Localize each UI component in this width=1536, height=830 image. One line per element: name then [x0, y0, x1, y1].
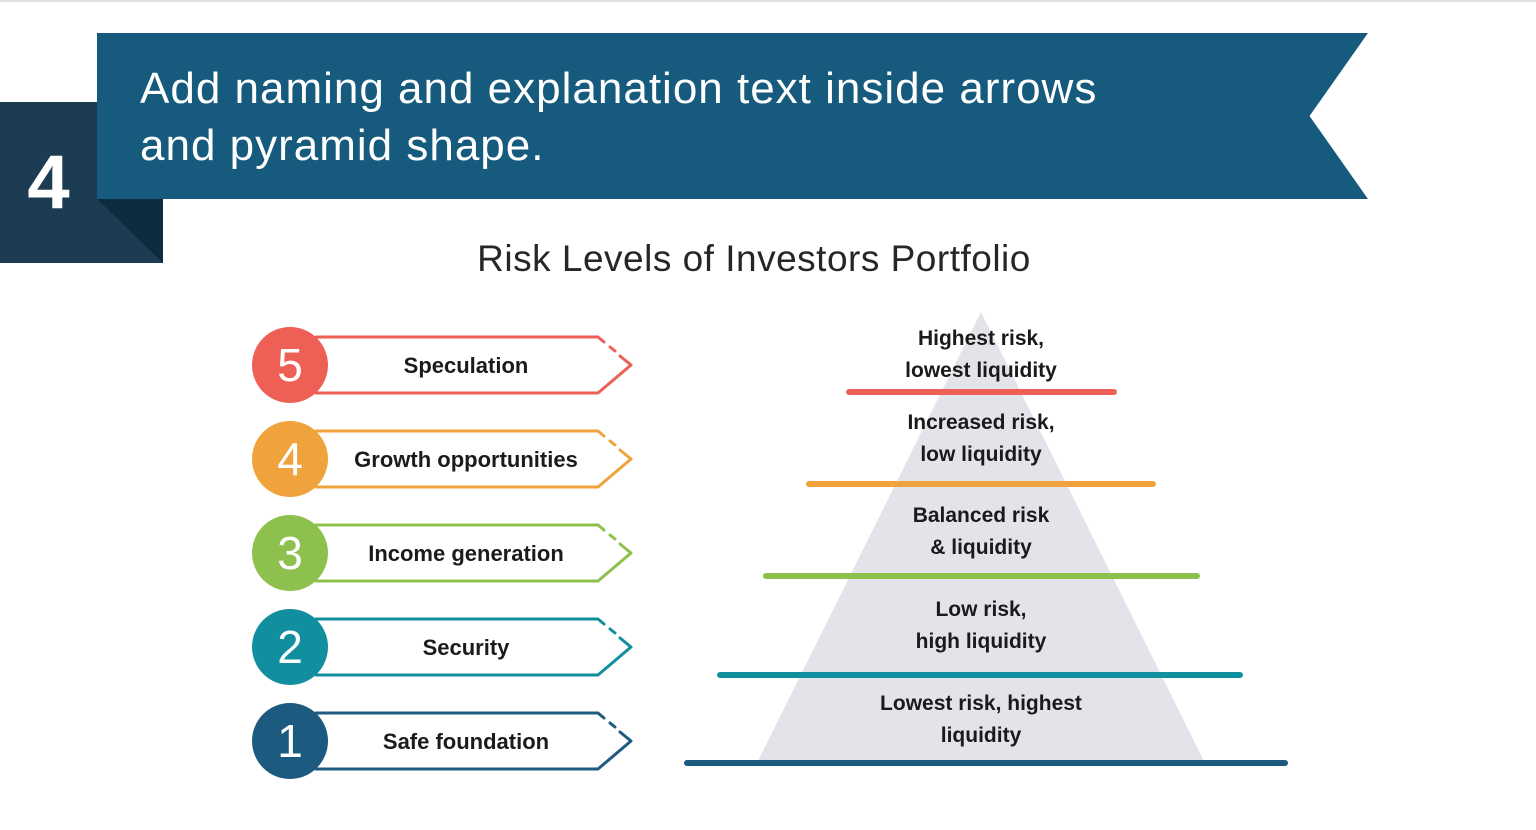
arrow-item-3: 3 Income generation: [250, 513, 650, 593]
pyramid: Highest risk, lowest liquidity Increased…: [651, 300, 1311, 780]
pyramid-level-text-3: Balanced risk & liquidity: [912, 504, 1050, 559]
arrow-body: [316, 713, 631, 769]
pyramid-level-line-2: [717, 672, 1243, 678]
pyramid-shape: [757, 312, 1205, 763]
arrow-number-badge: [252, 327, 328, 403]
banner-text: Add naming and explanation text inside a…: [140, 60, 1097, 174]
arrow-body: [316, 525, 631, 581]
arrow-number: 5: [277, 339, 303, 391]
arrow-label: Growth opportunities: [354, 447, 578, 472]
arrow-number: 3: [277, 527, 303, 579]
arrow-label: Safe foundation: [383, 729, 549, 754]
arrow-number-badge: [252, 515, 328, 591]
banner-text-line2: and pyramid shape.: [140, 121, 545, 170]
arrow-body: [316, 619, 631, 675]
arrow-number-badge: [252, 421, 328, 497]
arrow-body: [316, 337, 631, 393]
pyramid-level-line-4: [806, 481, 1156, 487]
arrow-number-badge: [252, 609, 328, 685]
arrow-label: Income generation: [368, 541, 564, 566]
pyramid-level-text-5: Highest risk, lowest liquidity: [905, 327, 1057, 382]
banner-text-line1: Add naming and explanation text inside a…: [140, 64, 1098, 113]
arrow-body: [316, 431, 631, 487]
arrow-number: 4: [277, 433, 303, 485]
top-border: [0, 0, 1536, 2]
pyramid-level-text-1: Lowest risk, highest liquidity: [880, 692, 1082, 747]
arrow-number: 2: [277, 621, 303, 673]
arrow-label: Speculation: [404, 353, 529, 378]
step-number: 4: [27, 140, 70, 225]
pyramid-level-text-4: Increased risk, low liquidity: [907, 411, 1055, 466]
arrow-item-1: 1 Safe foundation: [250, 701, 650, 781]
arrow-number: 1: [277, 715, 303, 767]
pyramid-level-line-3: [763, 573, 1200, 579]
arrow-number-badge: [252, 703, 328, 779]
arrow-item-5: 5 Speculation: [250, 325, 650, 405]
title-banner: [97, 33, 1368, 199]
arrow-item-4: 4 Growth opportunities: [250, 419, 650, 499]
slide-title: Risk Levels of Investors Portfolio: [477, 238, 1031, 279]
pyramid-level-line-1: [684, 760, 1288, 766]
arrow-label: Security: [423, 635, 511, 660]
pyramid-level-line-5: [846, 389, 1117, 395]
arrow-item-2: 2 Security: [250, 607, 650, 687]
pyramid-level-text-2: Low risk, high liquidity: [915, 598, 1047, 653]
